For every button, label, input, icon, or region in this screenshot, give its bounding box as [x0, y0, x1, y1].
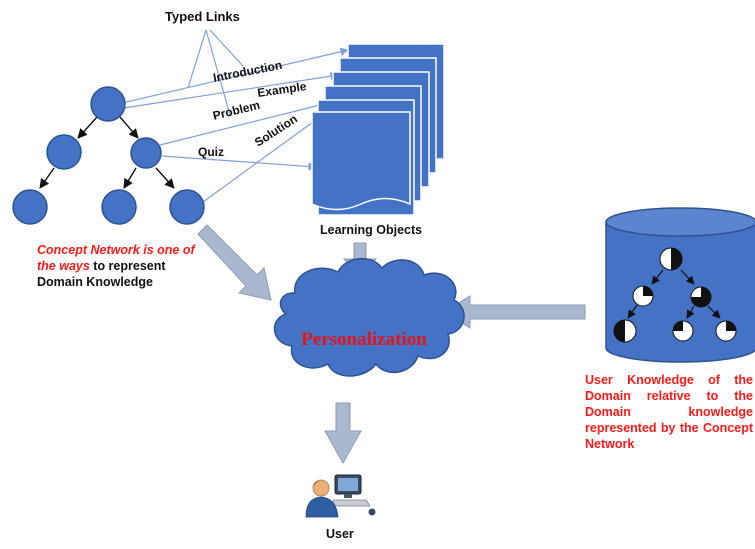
learning-objects-stack — [311, 43, 445, 216]
knowledge-tree-edge — [651, 269, 664, 285]
typed-links-pointer-1 — [187, 29, 207, 89]
link-line-solution — [202, 113, 325, 203]
user-knowledge-cylinder — [605, 207, 755, 363]
link-label-introduction: Introduction — [212, 58, 283, 85]
mouse-icon — [368, 508, 376, 516]
knowledge-node — [613, 319, 637, 343]
concept-node-root — [90, 86, 126, 122]
concept-network-tree — [12, 86, 205, 225]
user-knowledge-caption: User Knowledge of the Domain relative to… — [585, 373, 753, 451]
concept-node — [101, 189, 137, 225]
user-computer-icon — [305, 474, 376, 518]
knowledge-tree-edge — [680, 269, 695, 285]
knowledge-tree-edge — [627, 304, 638, 319]
person-body-icon — [305, 496, 339, 518]
link-label-solution: Solution — [252, 112, 300, 150]
knowledge-node — [690, 286, 712, 308]
typed-links-pointer-3 — [205, 29, 231, 116]
learning-object-front-page — [311, 111, 411, 211]
knowledge-tree-edge — [707, 305, 721, 319]
cloud-shape — [273, 258, 465, 377]
typed-links-pointer-2 — [209, 29, 244, 67]
concept-caption-regular: to represent Domain Knowledge — [37, 259, 166, 289]
person-head-icon — [312, 479, 330, 497]
concept-caption-italic: Concept Network is one of the ways — [37, 243, 195, 273]
tree-edge — [77, 116, 98, 139]
link-label-problem: Problem — [211, 98, 261, 123]
knowledge-node — [659, 247, 683, 271]
user-label: User — [326, 527, 354, 541]
personalization-cloud: Personalization — [273, 258, 465, 377]
tree-edge — [123, 167, 137, 189]
tree-edge — [155, 167, 175, 189]
concept-network-caption: Concept Network is one of the ways to re… — [37, 242, 207, 290]
arrow-personalization-to-user — [324, 402, 362, 465]
typed-links-label: Typed Links — [165, 9, 240, 24]
link-label-example: Example — [256, 79, 307, 100]
concept-node — [130, 137, 162, 169]
arrow-user-knowledge-to-personalization — [443, 295, 586, 329]
arrow-concept-network-to-personalization — [197, 224, 272, 301]
link-line-introduction — [121, 47, 349, 104]
knowledge-node — [672, 320, 694, 342]
knowledge-tree-edge — [686, 305, 695, 319]
knowledge-node — [715, 320, 737, 342]
personalization-label: Personalization — [301, 329, 427, 350]
concept-node — [169, 189, 205, 225]
link-line-quiz — [161, 155, 317, 171]
concept-node — [12, 189, 48, 225]
link-line-example — [123, 72, 339, 109]
link-label-quiz: Quiz — [198, 145, 224, 159]
concept-node — [46, 134, 82, 170]
cylinder-top — [605, 207, 755, 237]
knowledge-node — [632, 285, 654, 307]
keyboard-icon — [329, 499, 371, 507]
link-line-problem — [159, 99, 333, 146]
learning-objects-label: Learning Objects — [320, 223, 422, 237]
tree-edge — [119, 116, 139, 139]
tree-edge — [39, 167, 55, 189]
typed-link-lines — [121, 29, 349, 203]
